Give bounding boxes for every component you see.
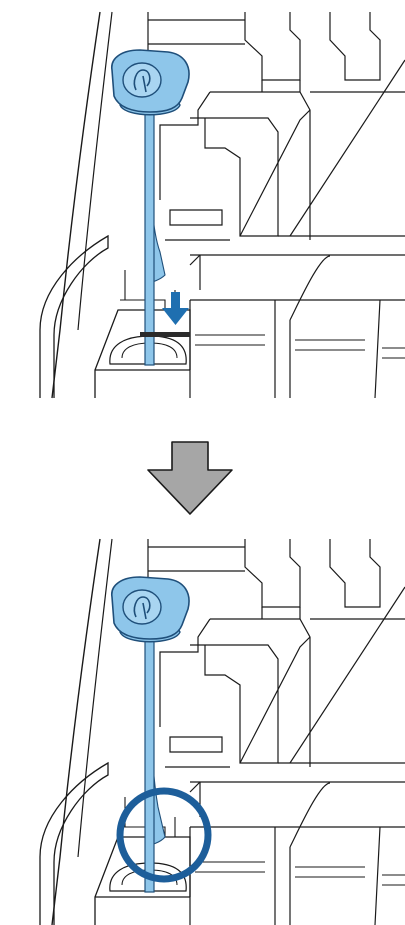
panel-top: [40, 12, 405, 398]
printer-ink-tank-scene: [40, 12, 405, 398]
down-arrow-indicator: [162, 292, 189, 325]
down-arrow-icon: [148, 442, 232, 514]
stopper-bar: [140, 332, 190, 337]
panel-bottom: [40, 539, 405, 925]
printer-ink-tank-scene: [40, 539, 405, 925]
